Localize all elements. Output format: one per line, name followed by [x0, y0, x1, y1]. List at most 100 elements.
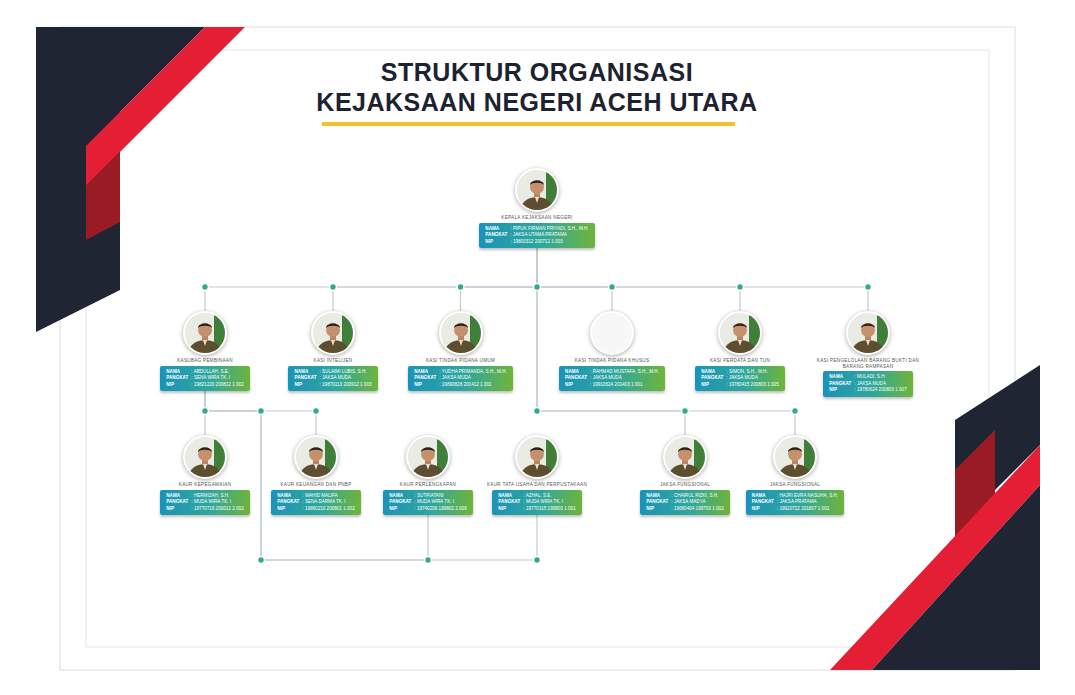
- portrait-figure: [720, 313, 760, 353]
- field-label: PANGKAT: [498, 499, 520, 505]
- junction-dot: [534, 284, 541, 291]
- field-label: NAMA: [166, 369, 188, 375]
- field-value: : 19770315 199903 1 001: [523, 506, 575, 512]
- junction-dot: [258, 408, 265, 415]
- field-value: : HAJRI EVRA NASUHA, S.H.: [777, 493, 838, 499]
- field-label: NAMA: [752, 493, 774, 499]
- field-value: : JAKSA MADYA: [671, 499, 723, 505]
- staff-card: KASI PENGELOLAAN BARANG BUKTI DAN BARANG…: [816, 311, 920, 397]
- org-connector: [205, 248, 537, 311]
- field-label: NIP: [565, 382, 587, 388]
- frame-line: [60, 27, 1015, 670]
- portrait-figure: [185, 437, 225, 477]
- info-card: NAMA: YUDHA PRIMANDA, S.H., M.H.PANGKAT:…: [408, 366, 513, 391]
- field-value: : SIMON, S.H., M.H.: [726, 369, 778, 375]
- org-connector: [537, 248, 795, 435]
- junction-dot: [682, 408, 689, 415]
- info-card: NAMA: SULAIMI LUBIS, S.H.PANGKAT: JAKSA …: [288, 366, 377, 391]
- org-connector: [333, 248, 537, 311]
- field-value: : 19800312 200712 1 003: [510, 239, 588, 245]
- position-title: KASI TINDAK PIDANA KHUSUS: [559, 358, 665, 364]
- position-title: KASI TINDAK PIDANA UMUM: [408, 358, 513, 364]
- org-connector: [537, 248, 868, 311]
- field-label: NAMA: [389, 493, 411, 499]
- field-value: : MUDA WIRA TK. I: [414, 499, 466, 505]
- junction-dot: [534, 408, 541, 415]
- field-value: : 19870113 200912 1 003: [320, 382, 372, 388]
- org-connector: [537, 248, 612, 311]
- field-value: : 19770719 200012 2 002: [191, 506, 243, 512]
- corner-shade: [86, 152, 120, 240]
- position-title: KAUR TATA USAHA DAN PERPUSTAKAAN: [485, 482, 589, 488]
- portrait-figure: [665, 437, 705, 477]
- info-card: NAMA: HAJRI EVRA NASUHA, S.H.PANGKAT: JA…: [746, 490, 844, 515]
- field-value: : JAKSA MUDA: [590, 375, 659, 381]
- field-label: NAMA: [166, 493, 188, 499]
- chart-title: STRUKTUR ORGANISASI KEJAKSAAN NEGERI ACE…: [313, 57, 761, 117]
- position-title: KASI INTELIJEN: [281, 358, 385, 364]
- junction-dot: [202, 408, 209, 415]
- field-value: : JAKSA MUDA: [439, 375, 507, 381]
- field-value: : RAHMAD MUSTAFA, S.H., M.H.: [590, 369, 659, 375]
- field-label: NIP: [646, 506, 668, 512]
- portrait-photo: [183, 435, 227, 479]
- info-card: NAMA: SIMON, S.H., M.H.PANGKAT: JAKSA MU…: [695, 366, 784, 391]
- info-card: NAMA: AZHAL, S.E.PANGKAT: MUDA WIRA TK. …: [492, 490, 581, 515]
- field-value: : JAKSA MUDA: [854, 381, 906, 387]
- info-card: NAMA: MULADI, S.H.PANGKAT: JAKSA MUDANIP…: [823, 371, 912, 396]
- field-value: : YUDHA PRIMANDA, S.H., M.H.: [439, 369, 507, 375]
- field-label: NIP: [829, 387, 851, 393]
- org-connector: [205, 391, 428, 560]
- field-value: : AZHAL, S.E.: [523, 493, 575, 499]
- portrait-figure: [441, 313, 481, 353]
- field-label: PANGKAT: [414, 375, 436, 381]
- field-label: NIP: [414, 382, 436, 388]
- field-value: : SULAIMI LUBIS, S.H.: [320, 369, 372, 375]
- portrait-photo: [406, 435, 450, 479]
- junction-dot: [457, 284, 464, 291]
- field-value: : 19780624 200803 1 007: [854, 387, 906, 393]
- staff-card: KAUR TATA USAHA DAN PERPUSTAKAAN NAMA: AZ…: [485, 435, 589, 515]
- field-value: : WAHID MALIFA: [302, 493, 354, 499]
- portrait-figure: [775, 437, 815, 477]
- field-label: PANGKAT: [389, 499, 411, 505]
- frame-line: [86, 50, 989, 647]
- portrait-figure: [517, 437, 557, 477]
- field-value: : 19780415 200803 1 005: [726, 382, 778, 388]
- field-label: PANGKAT: [646, 499, 668, 505]
- field-value: : MULADI, S.H.: [854, 374, 906, 380]
- portrait-figure: [517, 170, 557, 210]
- staff-card: KAUR KEPEGAWAIANNAMA: HERMIZAH, S.H.PANG…: [153, 435, 257, 515]
- info-card: NAMA: PIPUK FIRMAN PRIYADI, S.H., M.H.PA…: [479, 223, 594, 248]
- portrait-figure: [296, 437, 336, 477]
- field-value: : CHAIRUL RIZKI, S.H.: [671, 493, 723, 499]
- portrait-photo: [590, 311, 634, 355]
- corner-band: [872, 485, 1040, 670]
- info-card: NAMA: ABDULLAH, S.E.PANGKAT: SENA WIRA T…: [160, 366, 249, 391]
- staff-card: JAKSA FUNGSIONALNAMA: HAJRI EVRA NASUHA,…: [743, 435, 847, 515]
- field-label: NIP: [166, 506, 188, 512]
- org-connector: [537, 248, 685, 435]
- portrait-figure: [313, 313, 353, 353]
- position-title: JAKSA FUNGSIONAL: [633, 482, 737, 488]
- junction-dot: [425, 557, 432, 564]
- portrait-photo: [294, 435, 338, 479]
- position-title: KAUR PERLENGKAPAN: [376, 482, 480, 488]
- field-label: PANGKAT: [294, 375, 316, 381]
- portrait-figure: [408, 437, 448, 477]
- field-label: NIP: [294, 382, 316, 388]
- field-value: : PIPUK FIRMAN PRIYADI, S.H., M.H.: [510, 226, 588, 232]
- staff-card: KASI TINDAK PIDANA KHUSUS NAMA: RAHMAD MU…: [559, 311, 665, 391]
- staff-card: KASI INTELIJENNAMA: SULAIMI LUBIS, S.H.P…: [281, 311, 385, 391]
- portrait-photo: [846, 311, 890, 355]
- staff-card: KAUR KEUANGAN DAN PNBPNAMA: WAHID MALIFA…: [264, 435, 368, 515]
- info-card: NAMA: RAHMAD MUSTAFA, S.H., M.H.PANGKAT:…: [559, 366, 665, 391]
- junction-dot: [313, 408, 320, 415]
- portrait-figure: [848, 313, 888, 353]
- field-value: : JAKSA MUDA: [726, 375, 778, 381]
- field-label: NAMA: [565, 369, 587, 375]
- portrait-photo: [311, 311, 355, 355]
- field-value: : 19910624 201403 1 001: [590, 382, 659, 388]
- field-value: : 19890828 201412 1 001: [439, 382, 507, 388]
- portrait-photo: [439, 311, 483, 355]
